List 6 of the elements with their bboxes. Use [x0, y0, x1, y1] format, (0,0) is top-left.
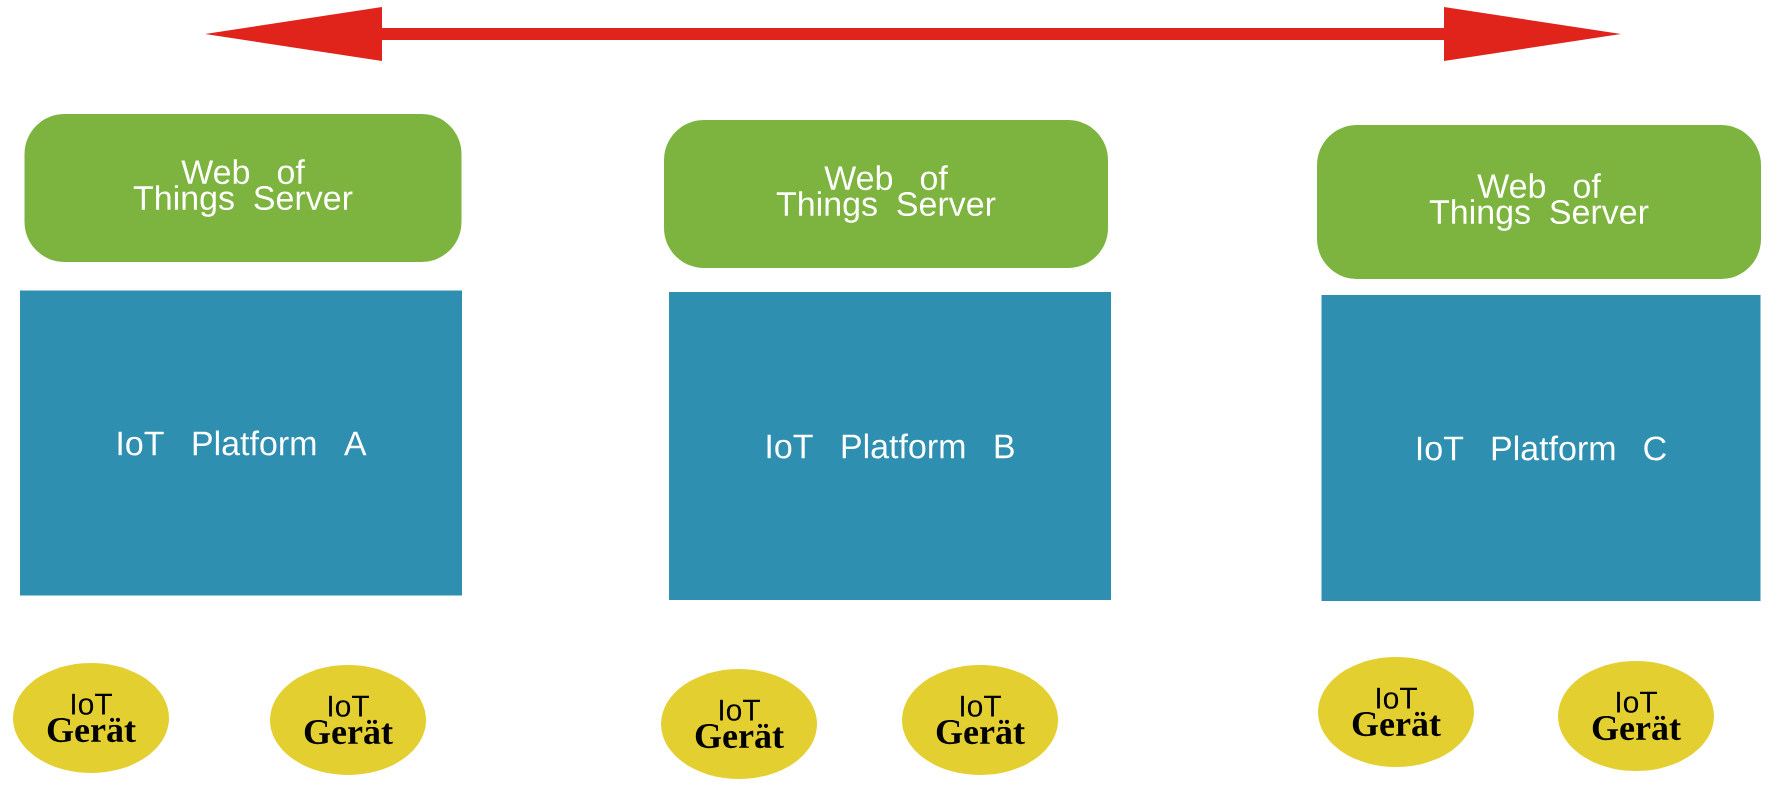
platform-box: IoT Platform A [20, 290, 462, 596]
process-box: Web of Things Server [1317, 125, 1761, 279]
platform-box: IoT Platform C [1321, 295, 1761, 601]
platform-box: IoT Platform B [669, 292, 1111, 600]
process-box: Web of Things Server [664, 120, 1108, 268]
process-box: Web of Things Server [24, 114, 462, 262]
